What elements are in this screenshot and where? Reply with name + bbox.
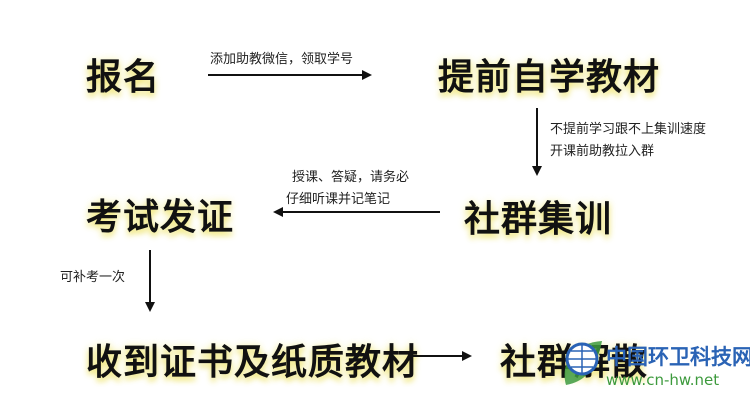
- note-study-line2: 开课前助教拉入群: [550, 144, 655, 159]
- arrow-exam-to-receive: [149, 250, 151, 304]
- step-exam: 考试发证: [86, 196, 235, 238]
- arrow-receive-to-dissolve: [410, 355, 464, 357]
- step-group-training: 社群集训: [464, 198, 613, 240]
- globe-leaf-logo-icon: [564, 341, 602, 385]
- arrow-study-to-training: [536, 108, 538, 168]
- step-register: 报名: [86, 56, 161, 98]
- note-study-line1: 不提前学习跟不上集训速度: [550, 122, 707, 137]
- note-training-line1: 授课、答疑，请务必: [292, 170, 410, 185]
- watermark-url: www.cn-hw.net: [606, 371, 720, 389]
- arrowhead-right: [362, 70, 372, 80]
- arrowhead-left: [273, 207, 283, 217]
- step-self-study: 提前自学教材: [438, 56, 661, 98]
- arrowhead-down: [532, 166, 542, 176]
- note-exam-retake: 可补考一次: [60, 270, 126, 285]
- arrowhead-right: [462, 351, 472, 361]
- arrow-register-to-study: [208, 74, 364, 76]
- arrowhead-down: [145, 302, 155, 312]
- arrow-training-to-exam: [282, 211, 440, 213]
- step-receive: 收到证书及纸质教材: [86, 341, 420, 383]
- watermark-title: 中国环卫科技网: [606, 345, 750, 369]
- note-training-line2: 仔细听课并记笔记: [286, 192, 391, 207]
- note-register-to-study: 添加助教微信，领取学号: [210, 52, 354, 67]
